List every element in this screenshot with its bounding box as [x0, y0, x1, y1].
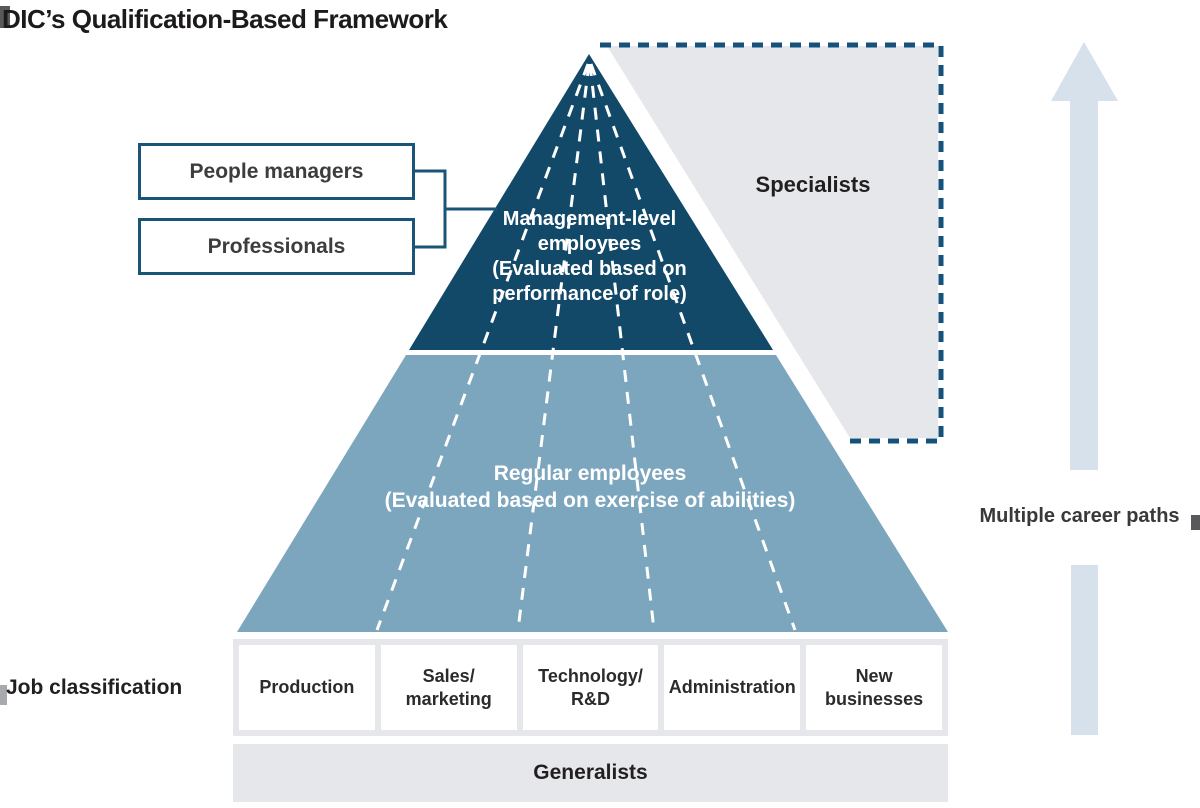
people-managers-box: People managers — [138, 143, 415, 200]
people-managers-label: People managers — [189, 159, 364, 183]
job-box-administration: Administration — [664, 645, 801, 730]
regular-employees-label: Regular employees (Evaluated based on ex… — [384, 462, 796, 512]
side-box-connector — [415, 169, 497, 249]
management-label: Management-level employees (Evaluated ba… — [492, 208, 687, 305]
generalists-bar: Generalists — [233, 744, 948, 802]
job-classification-label: Job classification — [6, 676, 183, 699]
page-title: DIC’s Qualification-Based Framework — [2, 4, 448, 34]
job-box-new-businesses: New businesses — [806, 645, 942, 730]
specialists-region — [607, 46, 938, 438]
job-box-sales-marketing: Sales/ marketing — [380, 645, 517, 730]
multiple-career-paths-label: Multiple career paths — [979, 505, 1180, 527]
job-box-technology-rd: Technology/ R&D — [522, 645, 659, 730]
job-box-production: Production — [239, 645, 375, 730]
job-classification-row: Production Sales/ marketing Technology/ … — [233, 639, 948, 736]
specialists-label: Specialists — [755, 172, 871, 197]
management-section — [409, 54, 773, 350]
professionals-label: Professionals — [207, 234, 346, 258]
generalists-label: Generalists — [533, 761, 648, 784]
specialists-dashed-border — [600, 42, 944, 444]
career-label-marker — [1191, 515, 1200, 530]
title-marker — [0, 6, 10, 28]
up-arrow — [1051, 42, 1118, 735]
career-path-lines — [375, 63, 797, 631]
professionals-box: Professionals — [138, 218, 415, 275]
jobclass-marker — [0, 685, 7, 705]
